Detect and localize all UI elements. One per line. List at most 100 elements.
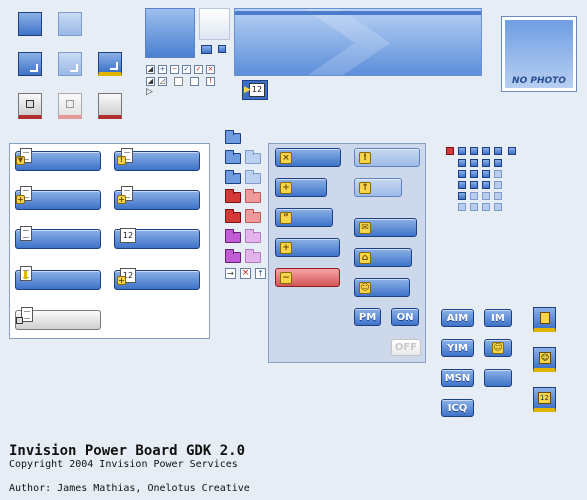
folder-red-faded-icon: [245, 209, 261, 223]
add-small-icon: +: [158, 65, 167, 74]
tile-blue-corner-faded: [58, 52, 82, 76]
alert-badge-icon: !: [117, 156, 126, 165]
arrow-in-icon: ▶: [244, 85, 251, 95]
page-button[interactable]: [15, 229, 101, 249]
stats-tile[interactable]: [533, 307, 556, 332]
grid-square: [482, 170, 490, 178]
selected-12-page: 12: [249, 83, 265, 97]
alert-small-icon: !: [206, 77, 215, 86]
grid-square: [482, 159, 490, 167]
folder-blue-icon: [225, 130, 241, 144]
no-photo-frame: NO PHOTO: [501, 16, 577, 92]
tile-blue-corner: [18, 52, 42, 76]
envelope-badge-icon: ✉: [359, 222, 371, 234]
grid-square: [494, 147, 502, 155]
grid-square-faded: [458, 203, 466, 211]
lock-icon: [26, 100, 34, 108]
corner-outline-small-icon: ◿: [158, 77, 167, 86]
blank-blue-button[interactable]: [484, 369, 512, 387]
arrow-up-small-icon: ↑: [255, 268, 266, 279]
tile-blue-plain: [18, 12, 42, 36]
folder-purple-icon: [225, 229, 241, 243]
folder-blue-icon: [225, 150, 241, 164]
grid-square-faded: [482, 203, 490, 211]
no-photo-placeholder: NO PHOTO: [505, 20, 573, 88]
grid-square: [458, 159, 466, 167]
page-small-icon: [174, 77, 183, 86]
grid-square: [470, 159, 478, 167]
arrow-right-small-icon: →: [225, 268, 236, 279]
grid-square-faded: [494, 170, 502, 178]
close-small-icon: ×: [206, 65, 215, 74]
grid-square: [458, 192, 466, 200]
arrow-up-badge-icon: ↑: [359, 182, 371, 194]
alert-topic-button[interactable]: [114, 151, 200, 171]
add-badge-icon: +: [280, 242, 292, 254]
grid-square: [494, 159, 502, 167]
on-button[interactable]: ON: [391, 308, 419, 326]
close-badge-icon: ×: [280, 152, 292, 164]
yim-button[interactable]: YIM: [441, 339, 474, 357]
tile-gray-red: [98, 93, 122, 119]
check-red-small-icon: ✓: [194, 65, 203, 74]
user-badge-icon: ☺: [492, 342, 504, 354]
remove-small-icon: −: [170, 65, 179, 74]
folder-purple-faded-icon: [245, 229, 261, 243]
header-banner-strip: [235, 11, 481, 15]
chart-bar-icon: [540, 312, 550, 324]
grid-square: [458, 181, 466, 189]
doc-locked-icon: [21, 307, 33, 322]
doc-page-icon: [20, 226, 32, 241]
header-mini-square-small: [218, 45, 226, 53]
grid-square-faded: [470, 203, 478, 211]
folder-red-faded-icon: [245, 189, 261, 203]
arrow-right-small-icon: ▷: [146, 87, 153, 97]
folder-purple-icon: [225, 249, 241, 263]
header-chevron-graphic: [305, 9, 390, 75]
calendar-12-icon: 12: [538, 392, 551, 404]
page-fold-small-icon: [190, 77, 199, 86]
folder-red-icon: [225, 209, 241, 223]
no-photo-label: NO PHOTO: [512, 76, 566, 86]
folder-purple-faded-icon: [245, 249, 261, 263]
msn-button[interactable]: MSN: [441, 369, 474, 387]
check-small-icon: ✓: [182, 65, 191, 74]
pm-button[interactable]: PM: [354, 308, 381, 326]
grid-square: [482, 181, 490, 189]
icq-button[interactable]: ICQ: [441, 399, 474, 417]
grid-square-faded: [494, 181, 502, 189]
alert-badge-icon: !: [359, 152, 371, 164]
chart-bar-icon: [24, 271, 27, 279]
grid-square-faded: [494, 192, 502, 200]
minus-badge-icon: −: [280, 272, 292, 284]
corner-mark-icon: [30, 64, 38, 72]
poll-button[interactable]: [15, 270, 101, 290]
new-topic-button[interactable]: [15, 151, 101, 171]
locked-topic-button[interactable]: [15, 310, 101, 330]
aim-button[interactable]: AIM: [441, 309, 474, 327]
grid-square: [470, 170, 478, 178]
folder-red-icon: [225, 189, 241, 203]
add-reply-button[interactable]: [15, 190, 101, 210]
grid-square-faded: [494, 203, 502, 211]
header-banner-left: [145, 8, 195, 58]
tile-locked: [18, 93, 42, 119]
im-button[interactable]: IM: [484, 309, 512, 327]
add-badge-icon: +: [16, 195, 25, 204]
selected-12-icon[interactable]: 12 ▶: [242, 80, 268, 100]
user-badge-icon: ☺: [359, 282, 371, 294]
header-banner-main: [234, 8, 482, 76]
grid-square: [458, 170, 466, 178]
folder-blue-icon: [225, 170, 241, 184]
user-profile-button[interactable]: ☺: [484, 339, 512, 357]
grid-square: [470, 181, 478, 189]
off-button[interactable]: OFF: [391, 339, 421, 356]
folder-blue-faded-icon: [245, 150, 261, 164]
tile-blue-faded: [58, 12, 82, 36]
members-tile[interactable]: ☺: [533, 347, 556, 372]
add-poll-button[interactable]: [114, 190, 200, 210]
close-red-small-icon: ×: [240, 268, 251, 279]
add-badge-icon: +: [117, 276, 126, 285]
footer-author: Author: James Mathias, Onelotus Creative: [9, 483, 250, 494]
calendar-tile[interactable]: 12: [533, 387, 556, 412]
